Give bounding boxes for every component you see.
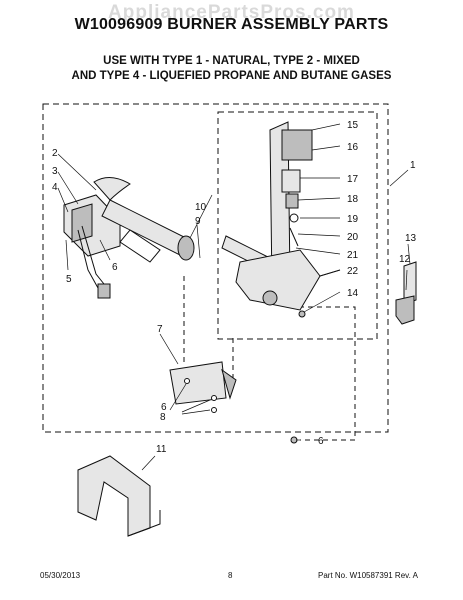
screw-connection-line [290, 306, 356, 441]
subtitle-line-1: USE WITH TYPE 1 - NATURAL, TYPE 2 - MIXE… [103, 55, 360, 67]
callout-20: 20 [347, 232, 359, 243]
footer-date: 05/30/2013 [40, 571, 81, 580]
callout-4: 4 [52, 182, 58, 193]
callout-8: 8 [160, 412, 166, 423]
callout-9: 9 [195, 216, 201, 227]
callout-16: 16 [347, 142, 359, 153]
callout-6-bracket: 6 [161, 402, 167, 413]
gas-valve [221, 121, 341, 318]
callout-15: 15 [347, 120, 359, 131]
burner-tube [93, 177, 195, 263]
callout-2: 2 [52, 148, 58, 159]
callout-5: 5 [66, 274, 72, 285]
sensor-clip [395, 261, 417, 325]
callout-14: 14 [347, 288, 359, 299]
support-bracket [77, 455, 161, 537]
watermark: AppliancePartsPros.com [108, 2, 355, 23]
subtitle-line-2: AND TYPE 4 - LIQUEFIED PROPANE AND BUTAN… [71, 70, 392, 82]
callout-13: 13 [405, 233, 417, 244]
callout-18: 18 [347, 194, 359, 205]
callout-12: 12 [399, 254, 411, 265]
callout-7: 7 [157, 324, 163, 335]
callout-17: 17 [347, 174, 359, 185]
page-title: W10096909 BURNER ASSEMBLY PARTS [74, 16, 389, 33]
callout-3: 3 [52, 166, 58, 177]
footer-page-number: 8 [228, 571, 233, 580]
callout-19: 19 [347, 214, 359, 225]
callout-11: 11 [156, 444, 167, 455]
callout-6-screw: 6 [318, 436, 324, 447]
igniter-bracket [63, 194, 121, 299]
callout-10: 10 [195, 202, 207, 213]
callout-6-burner: 6 [112, 262, 118, 273]
valve-group-boundary [217, 111, 378, 340]
leader-lines [57, 123, 411, 471]
mounting-bracket [169, 361, 298, 444]
callout-1: 1 [410, 160, 416, 171]
callout-22: 22 [347, 266, 359, 277]
assembly-boundary [42, 103, 389, 433]
callout-21: 21 [347, 250, 359, 261]
footer-part-number: Part No. W10587391 Rev. A [318, 571, 418, 580]
